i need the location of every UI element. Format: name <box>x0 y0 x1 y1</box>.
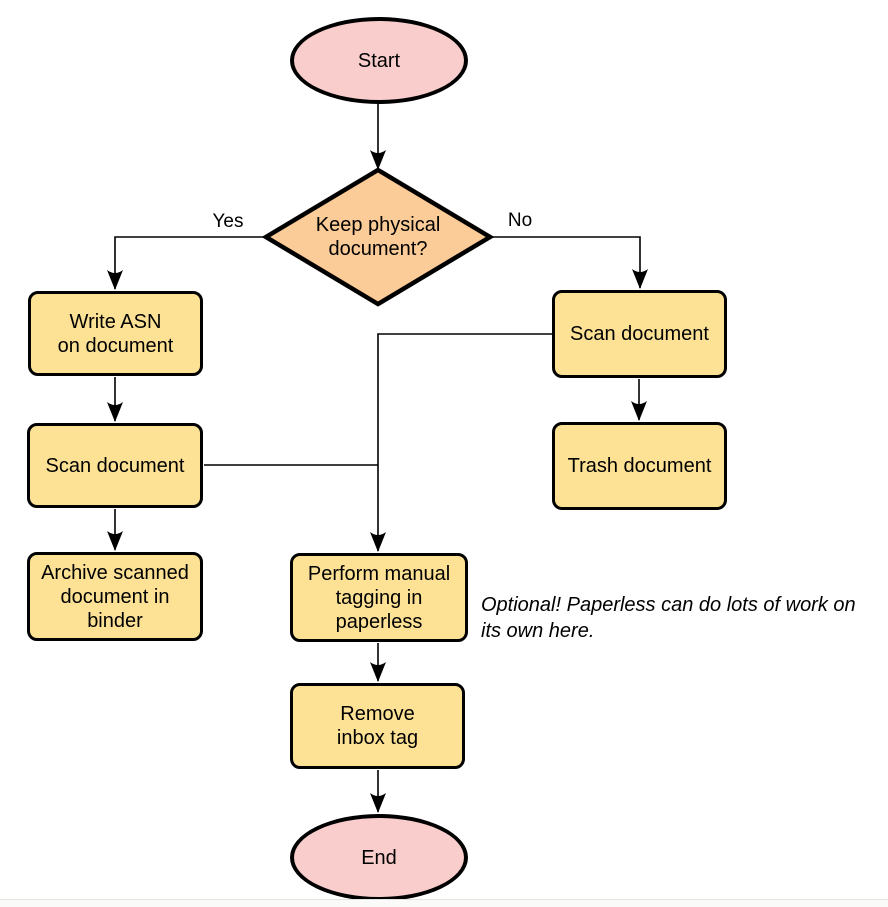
node-decision-keep-physical-document: Keep physical document? <box>262 167 494 307</box>
node-remove-inbox-tag: Remove inbox tag <box>290 683 465 769</box>
node-start: Start <box>290 17 468 104</box>
diamond-shape <box>262 167 494 307</box>
node-tagging-label: Perform manual tagging in paperless <box>307 562 451 633</box>
node-start-label: Start <box>357 49 401 72</box>
node-remove-label: Remove inbox tag <box>336 703 419 749</box>
edge-decision-yes-to-write-asn <box>107 236 264 290</box>
node-archive-label: Archive scanned document in binder <box>41 561 189 632</box>
node-decision-label: Keep physical document? <box>315 214 441 260</box>
node-end-label: End <box>361 846 397 869</box>
node-scan-right-label: Scan document <box>570 323 709 345</box>
node-scan-left-label: Scan document <box>45 454 185 477</box>
node-write-asn-on-document: Write ASN on document <box>28 291 203 376</box>
annotation-optional-note: Optional! Paperless can do lots of work … <box>481 594 856 642</box>
node-archive-scanned-document: Archive scanned document in binder <box>27 552 203 641</box>
edge-scan-right-to-tagging <box>370 333 552 552</box>
node-trash-document: Trash document <box>552 422 727 510</box>
node-scan-document-left: Scan document <box>27 423 203 508</box>
edge-label-yes: Yes <box>212 211 244 232</box>
node-write-asn-label: Write ASN on document <box>57 310 174 357</box>
canvas-bottom-edge <box>0 899 888 907</box>
edge-label-no: No <box>507 210 533 231</box>
node-trash-label: Trash document <box>567 455 712 477</box>
node-scan-document-right: Scan document <box>552 290 727 378</box>
edge-decision-no-to-scan-right <box>492 236 648 289</box>
node-end: End <box>290 814 468 901</box>
node-perform-manual-tagging: Perform manual tagging in paperless <box>290 553 468 642</box>
